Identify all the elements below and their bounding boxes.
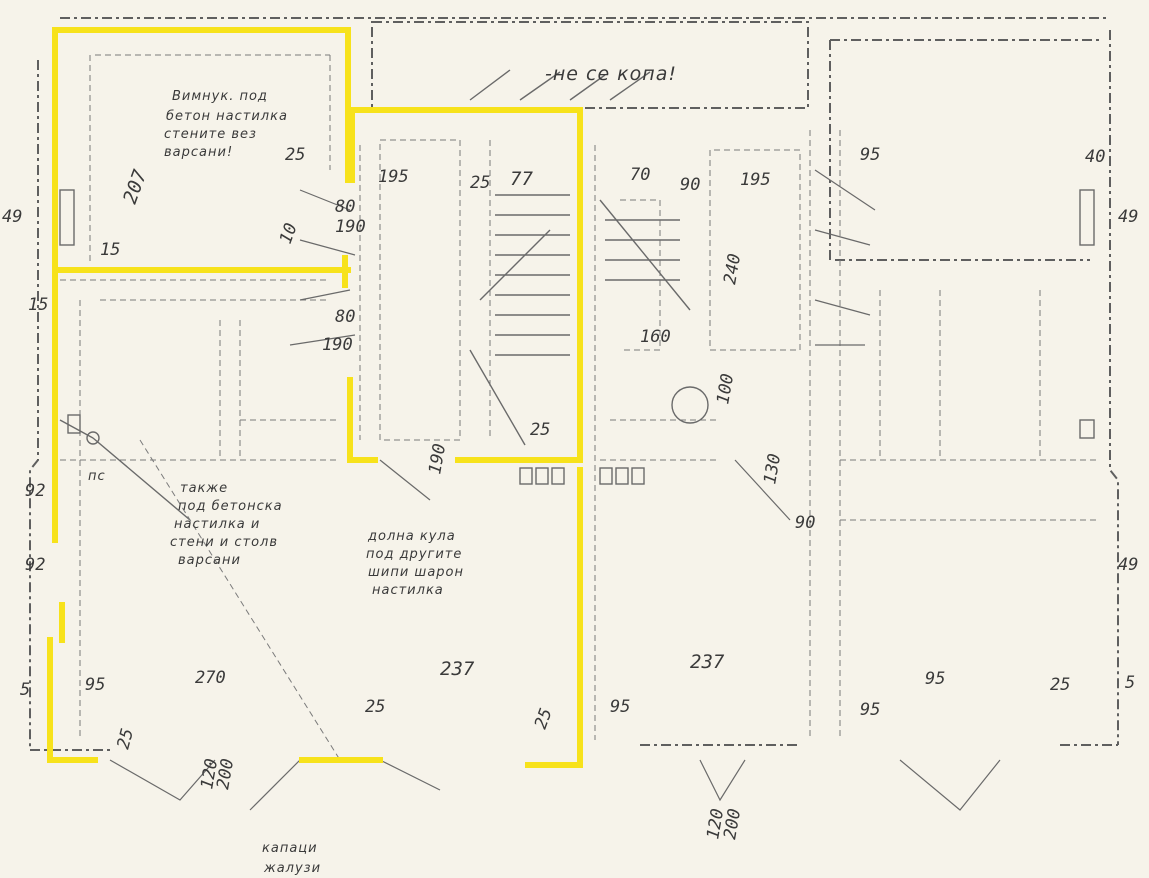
banner-hatch — [469, 69, 651, 101]
dimension-label: 49 — [1118, 207, 1138, 227]
note-mid-center: долна кула под другите шипи шарон настил… — [366, 529, 464, 598]
dimension-label: 25 — [365, 697, 385, 717]
dimension-label: 160 — [640, 327, 671, 347]
dimension-label: 270 — [195, 668, 226, 688]
interior-lines — [60, 54, 1100, 740]
dimension-label: 90 — [680, 175, 700, 195]
note-mid-left: также под бетонска настилка и стени и ст… — [170, 481, 283, 568]
dimension-label: 190 — [322, 335, 353, 355]
dimension-label: 77 — [510, 168, 533, 190]
dimension-label: 190 — [335, 217, 366, 237]
dimension-label: 237 — [440, 658, 475, 680]
svg-text:долна кула: долна кула — [367, 529, 456, 544]
dimension-label: 25 — [285, 145, 305, 165]
svg-text:стените вез: стените вез — [164, 127, 257, 142]
dimension-label: 5 — [20, 680, 30, 700]
dimension-label: 90 — [795, 513, 815, 533]
vent-boxes — [59, 189, 1095, 485]
dimension-label: 195 — [378, 167, 409, 187]
svg-text:стени и столв: стени и столв — [170, 535, 278, 550]
dimension-label: 95 — [85, 675, 105, 695]
banner-box — [371, 21, 809, 109]
dimension-label: 237 — [690, 651, 725, 673]
dimension-label: 49 — [2, 207, 22, 227]
svg-text:Вимнук. под: Вимнук. под — [172, 89, 268, 104]
dimension-label: 49 — [1118, 555, 1138, 575]
dimension-labels: 195 25 77 70 90 195 95 40 25 207 10 15 8… — [2, 145, 1138, 841]
dimension-label: 80 — [335, 307, 355, 327]
dimension-label: 40 — [1085, 147, 1105, 167]
dimension-label: 92 — [25, 481, 45, 501]
highlight-outline — [47, 27, 583, 768]
outer-walls — [29, 17, 1119, 751]
svg-text:под бетонска: под бетонска — [178, 499, 283, 514]
svg-text:варсани!: варсани! — [164, 145, 233, 160]
note-bottom: капаци жалузи — [262, 841, 321, 876]
svg-text:настилка: настилка — [372, 583, 444, 598]
door-swings — [59, 169, 1001, 811]
dimension-label: 95 — [610, 697, 630, 717]
svg-text:варсани: варсани — [178, 553, 241, 568]
staircase — [469, 194, 691, 446]
svg-text:капаци: капаци — [262, 841, 318, 856]
dimension-label: 70 — [630, 165, 650, 185]
dimension-label: 25 — [1050, 675, 1070, 695]
svg-text:бетон настилка: бетон настилка — [166, 109, 288, 124]
dimension-label: 80 — [335, 197, 355, 217]
svg-text:настилка и: настилка и — [174, 517, 260, 532]
dimension-label: 92 — [25, 555, 45, 575]
dimension-label: 95 — [860, 145, 880, 165]
dimension-label: 195 — [740, 170, 771, 190]
dimension-label: 15 — [28, 295, 48, 315]
dimension-label: 95 — [860, 700, 880, 720]
svg-text:жалузи: жалузи — [263, 861, 321, 876]
dimension-label: 95 — [925, 669, 945, 689]
dimension-label: 25 — [530, 420, 550, 440]
svg-text:также: также — [180, 481, 228, 496]
dimension-label: 15 — [100, 240, 120, 260]
note-top-left: Вимнук. под бетон настилка стените вез в… — [164, 89, 288, 160]
note-top-banner: -не се копа! — [545, 63, 677, 85]
svg-text:шипи шарон: шипи шарон — [368, 565, 464, 580]
svg-text:под другите: под другите — [366, 547, 462, 562]
dimension-label: 5 — [1125, 673, 1135, 693]
label-pc: пс — [88, 469, 106, 484]
dimension-label: 25 — [470, 173, 490, 193]
